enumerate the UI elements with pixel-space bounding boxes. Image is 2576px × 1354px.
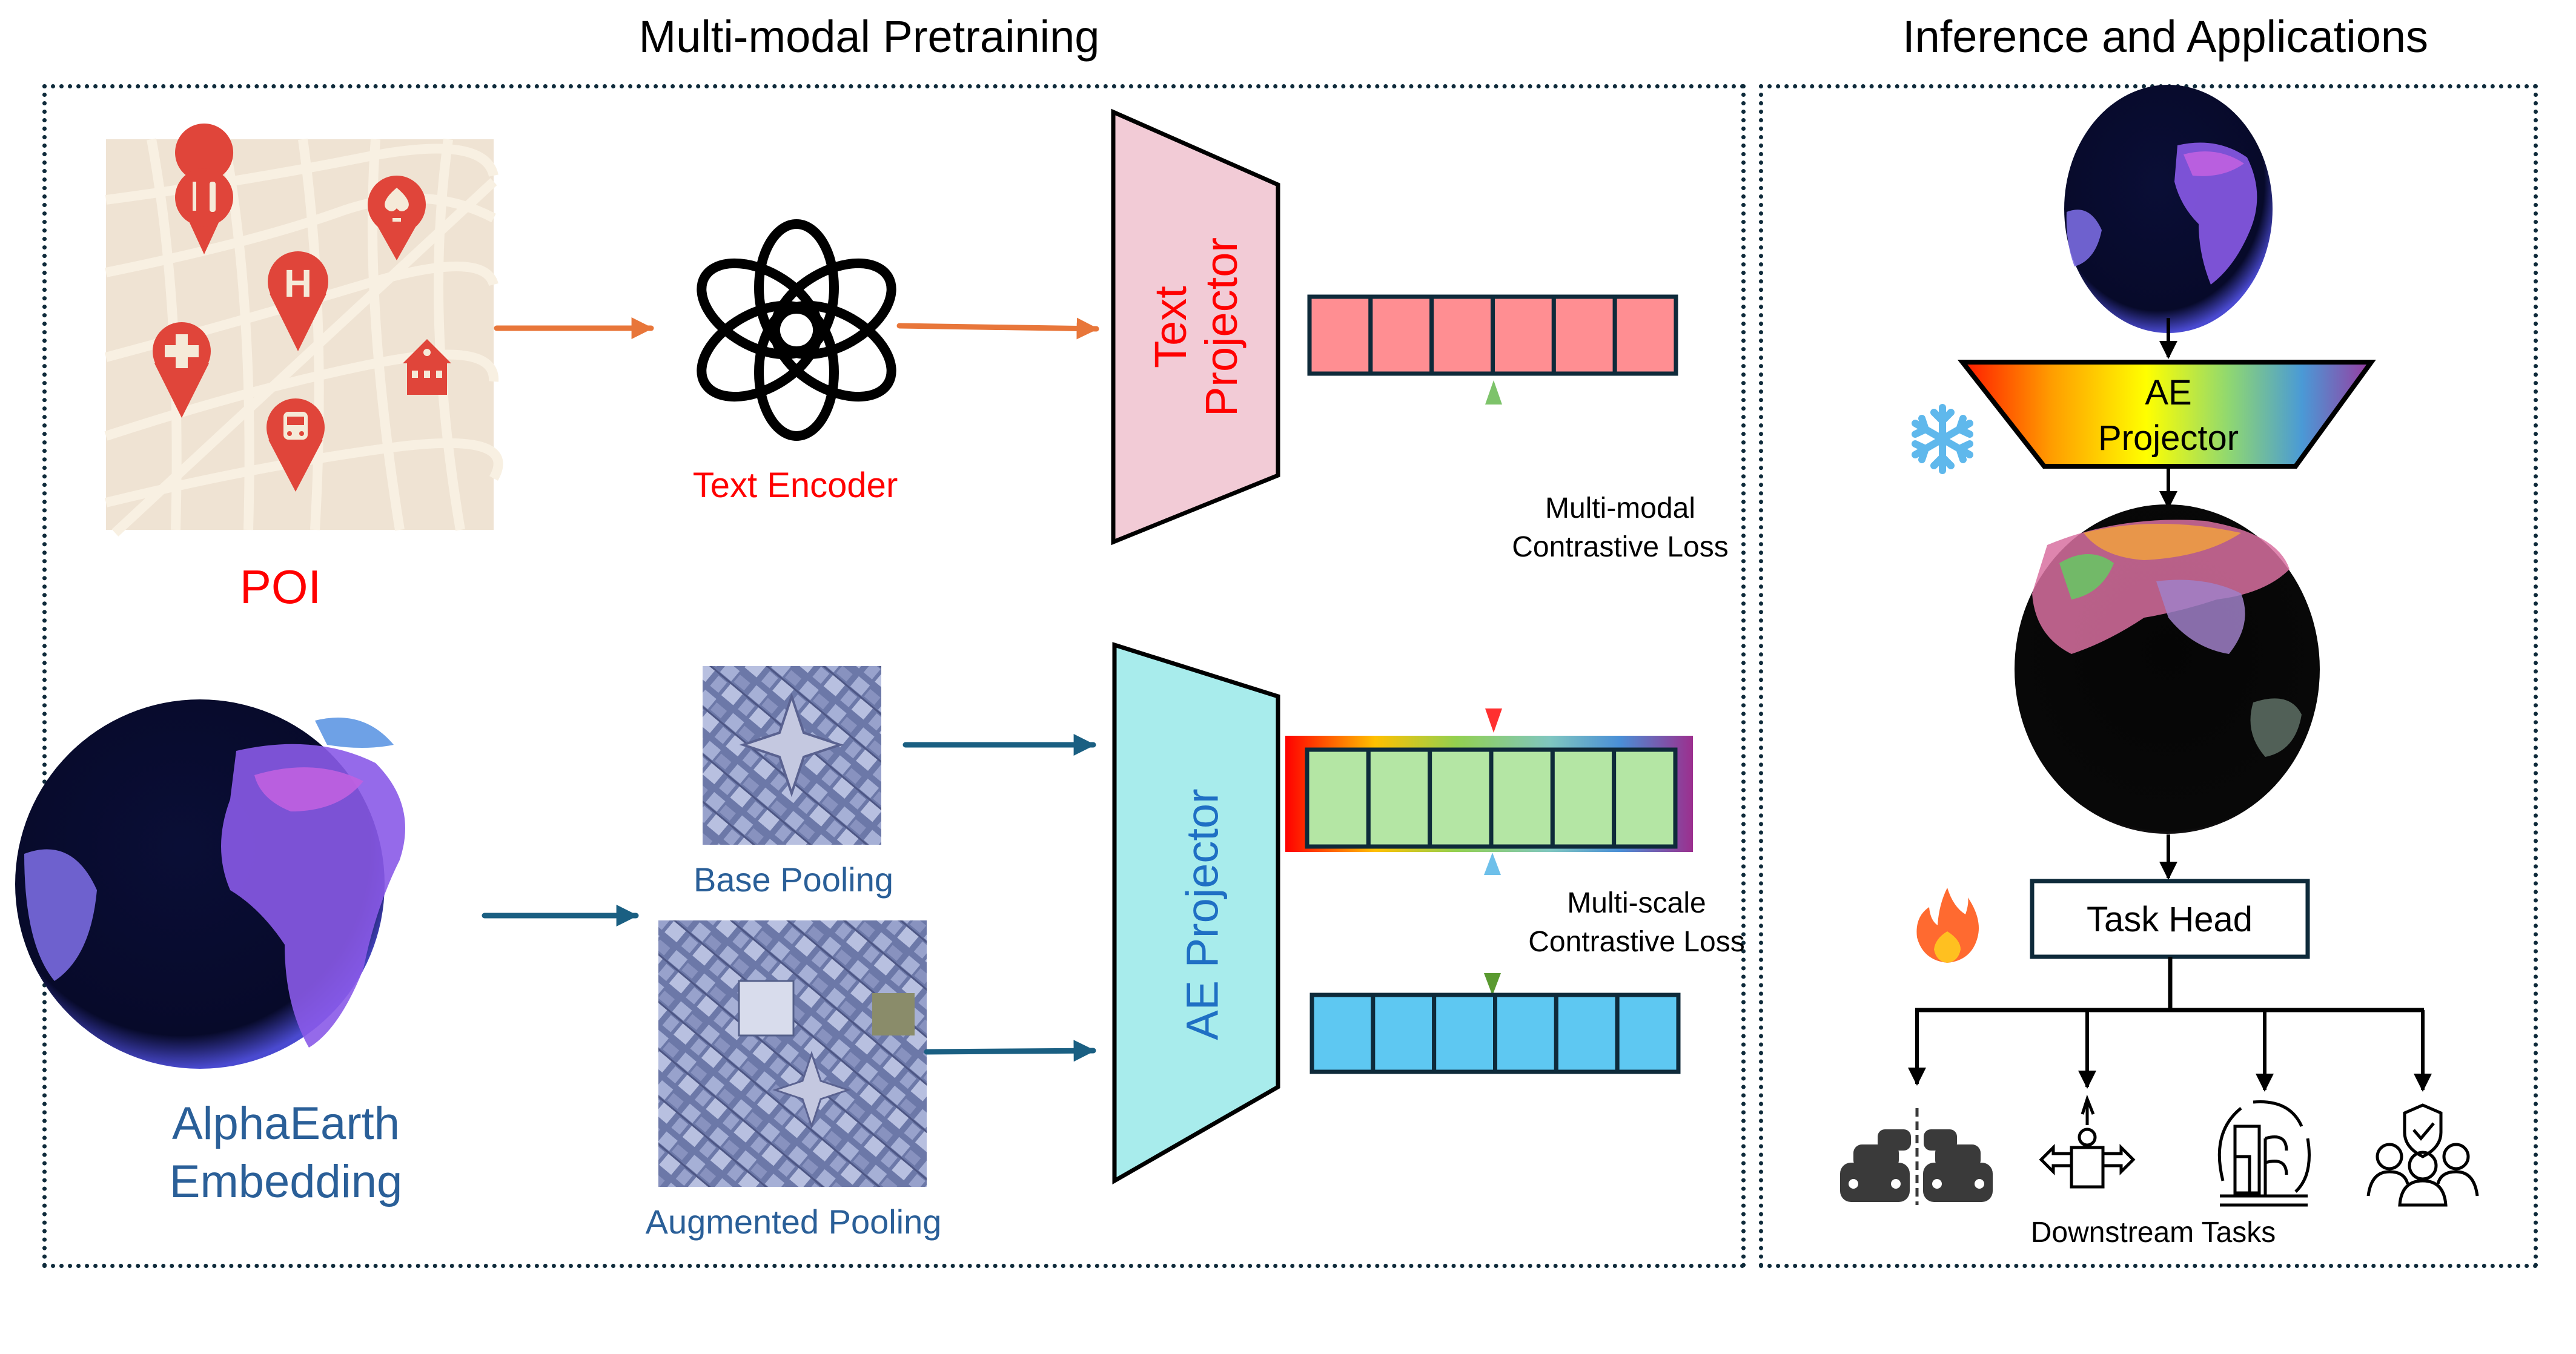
base-pooling-label: Base Pooling <box>693 860 894 899</box>
multimodal-loss-label-line1: Multi-modal <box>1545 492 1696 524</box>
augmented-pooling-arrow <box>924 1040 1096 1062</box>
inference-output-globe-image <box>2015 504 2320 834</box>
augmented-pooling-label: Augmented Pooling <box>645 1203 942 1241</box>
alphaearth-label-line1: AlphaEarth <box>171 1098 400 1149</box>
inference-ae-projector-line1: AE <box>2145 373 2192 412</box>
school-icon <box>403 339 451 395</box>
text-encoder-label: Text Encoder <box>692 466 898 505</box>
spade-icon <box>368 176 426 260</box>
encoder-to-projector-arrow <box>896 317 1099 340</box>
multimodal-loss-label-line2: Contrastive Loss <box>1512 531 1729 563</box>
alphaearth-label-line2: Embedding <box>169 1156 403 1207</box>
task-head-label: Task Head <box>2086 900 2253 939</box>
text-projector-shape <box>1111 108 1280 546</box>
ae-projector-shape <box>1112 642 1280 1185</box>
augmented-embedding-cell <box>1493 992 1558 1074</box>
augmented-embedding-cell <box>1554 992 1620 1074</box>
inference-ae-projector-shape <box>1957 360 2376 469</box>
multimodal-arrowhead-up <box>1485 380 1502 405</box>
augmented-embedding-cell <box>1432 992 1498 1074</box>
fire-icon <box>1916 888 1979 963</box>
poi-pins: H <box>153 124 451 492</box>
multiscale-loss-label-line2: Contrastive Loss <box>1528 926 1745 958</box>
urban-sustainability-icon <box>2217 1100 2311 1207</box>
multiscale-arrowhead-up <box>1484 853 1501 875</box>
multimodal-arrowhead-down <box>1485 708 1502 733</box>
pretraining-title: Multi-modal Pretraining <box>638 12 1100 62</box>
fused-embedding-cell <box>1428 747 1494 849</box>
task-head-box <box>2030 879 2310 959</box>
text-embedding-cell <box>1429 294 1495 376</box>
text-embedding-cell <box>1612 294 1678 376</box>
base-pooling-image <box>703 666 881 845</box>
fused-embedding-cell <box>1550 747 1617 849</box>
inference-panel <box>1759 84 2538 1268</box>
pretraining-panel <box>42 84 1746 1268</box>
train-icon <box>267 398 325 492</box>
traffic-icon <box>1840 1108 1993 1205</box>
svg-text:H: H <box>284 262 312 305</box>
openai-logo-icon <box>697 219 896 441</box>
downstream-tasks-label: Downstream Tasks <box>2030 1217 2276 1249</box>
augmented-pooling-image <box>658 920 927 1187</box>
augmented-embedding-cell <box>1310 992 1376 1074</box>
fused-embedding-cell <box>1612 747 1678 849</box>
multiscale-loss-label-line1: Multi-scale <box>1567 887 1706 919</box>
inference-input-globe-image <box>2064 85 2273 333</box>
decision-icon <box>2039 1094 2136 1189</box>
hotel-icon: H <box>268 251 328 351</box>
public-safety-icon <box>2366 1103 2479 1207</box>
poi-map-image: H <box>104 124 503 537</box>
text-embedding-cell <box>1307 294 1373 376</box>
hospital-icon <box>153 322 211 418</box>
multiscale-arrowhead-down <box>1484 973 1501 996</box>
text-embedding-cell <box>1368 294 1434 376</box>
augmented-embedding-cell <box>1615 992 1681 1074</box>
alphaearth-globe-image <box>15 699 405 1069</box>
poi-label: POI <box>239 560 322 613</box>
inference-ae-projector-line2: Projector <box>2098 418 2239 458</box>
inference-title: Inference and Applications <box>1902 12 2429 62</box>
text-embedding-vector <box>1307 294 1678 376</box>
text-embedding-cell <box>1491 294 1556 376</box>
fused-embedding-vector <box>1305 747 1678 849</box>
restaurant-icon <box>175 124 234 254</box>
snowflake-icon <box>1912 404 1973 474</box>
augmented-embedding-vector <box>1310 992 1681 1074</box>
downstream-branches <box>1915 957 2424 1012</box>
